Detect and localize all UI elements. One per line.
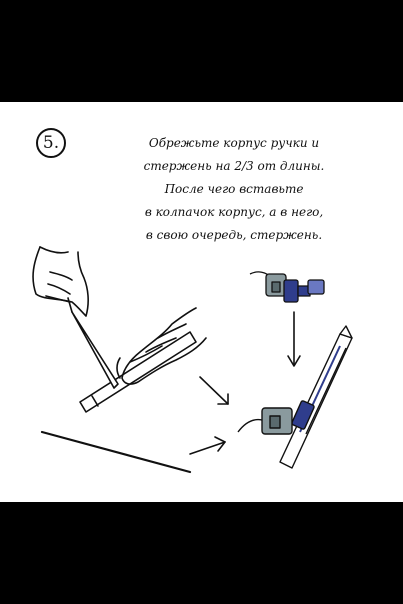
assembled-pen-icon (237, 325, 353, 469)
illustration-canvas (32, 246, 353, 474)
step-number-badge: 5. (36, 128, 66, 158)
instruction-line-1: Обрежьте корпус ручки и (148, 136, 320, 150)
instruction-line-4: в колпачок корпус, а в него, (144, 205, 324, 219)
blue-clip-cap-icon (249, 271, 325, 303)
arrow-icon (189, 436, 226, 455)
instruction-line-5: в свою очередь, стержень. (145, 228, 323, 242)
instruction-panel: 5. Обрежьте корпус ручки и стержень на 2… (0, 102, 403, 502)
top-black-bar (0, 0, 403, 102)
step-number: 5. (42, 133, 60, 153)
instruction-line-3: После чего вставьте (164, 182, 304, 196)
instruction-text: Обрежьте корпус ручки и стержень на 2/3 … (108, 132, 360, 247)
instruction-line-2: стержень на 2/3 от длины. (143, 159, 325, 173)
bottom-black-bar (0, 502, 403, 604)
arrow-icon (287, 311, 301, 367)
arrow-icon (199, 376, 229, 405)
hands-cutting-pen-icon (32, 246, 207, 413)
pen-refill-icon (40, 430, 192, 474)
